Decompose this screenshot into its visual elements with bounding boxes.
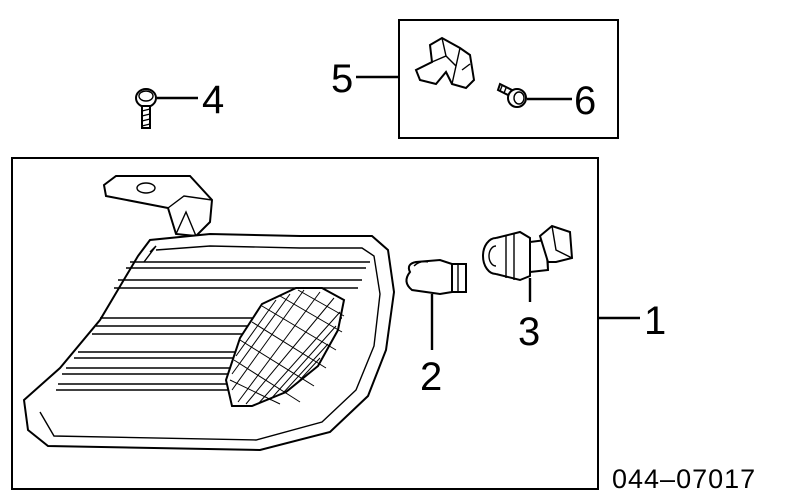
callout-screw: 4 [202,78,224,122]
callout-bulb: 2 [420,355,442,399]
reference-code: 044–07017 [612,464,756,494]
bracket-screw-part [496,82,527,108]
callout-assembly: 1 [644,299,666,343]
socket-part [482,224,574,282]
callout-socket: 3 [518,310,540,354]
callout-bracket-screw: 6 [574,79,596,123]
screw-part [135,88,157,129]
bulb-part [405,258,467,296]
assembly-frame [11,157,599,490]
bracket-clip-part [414,36,476,90]
reflector-mesh [224,287,346,407]
bracket-kit-frame [398,19,619,139]
callout-bracket-kit: 5 [331,57,353,101]
